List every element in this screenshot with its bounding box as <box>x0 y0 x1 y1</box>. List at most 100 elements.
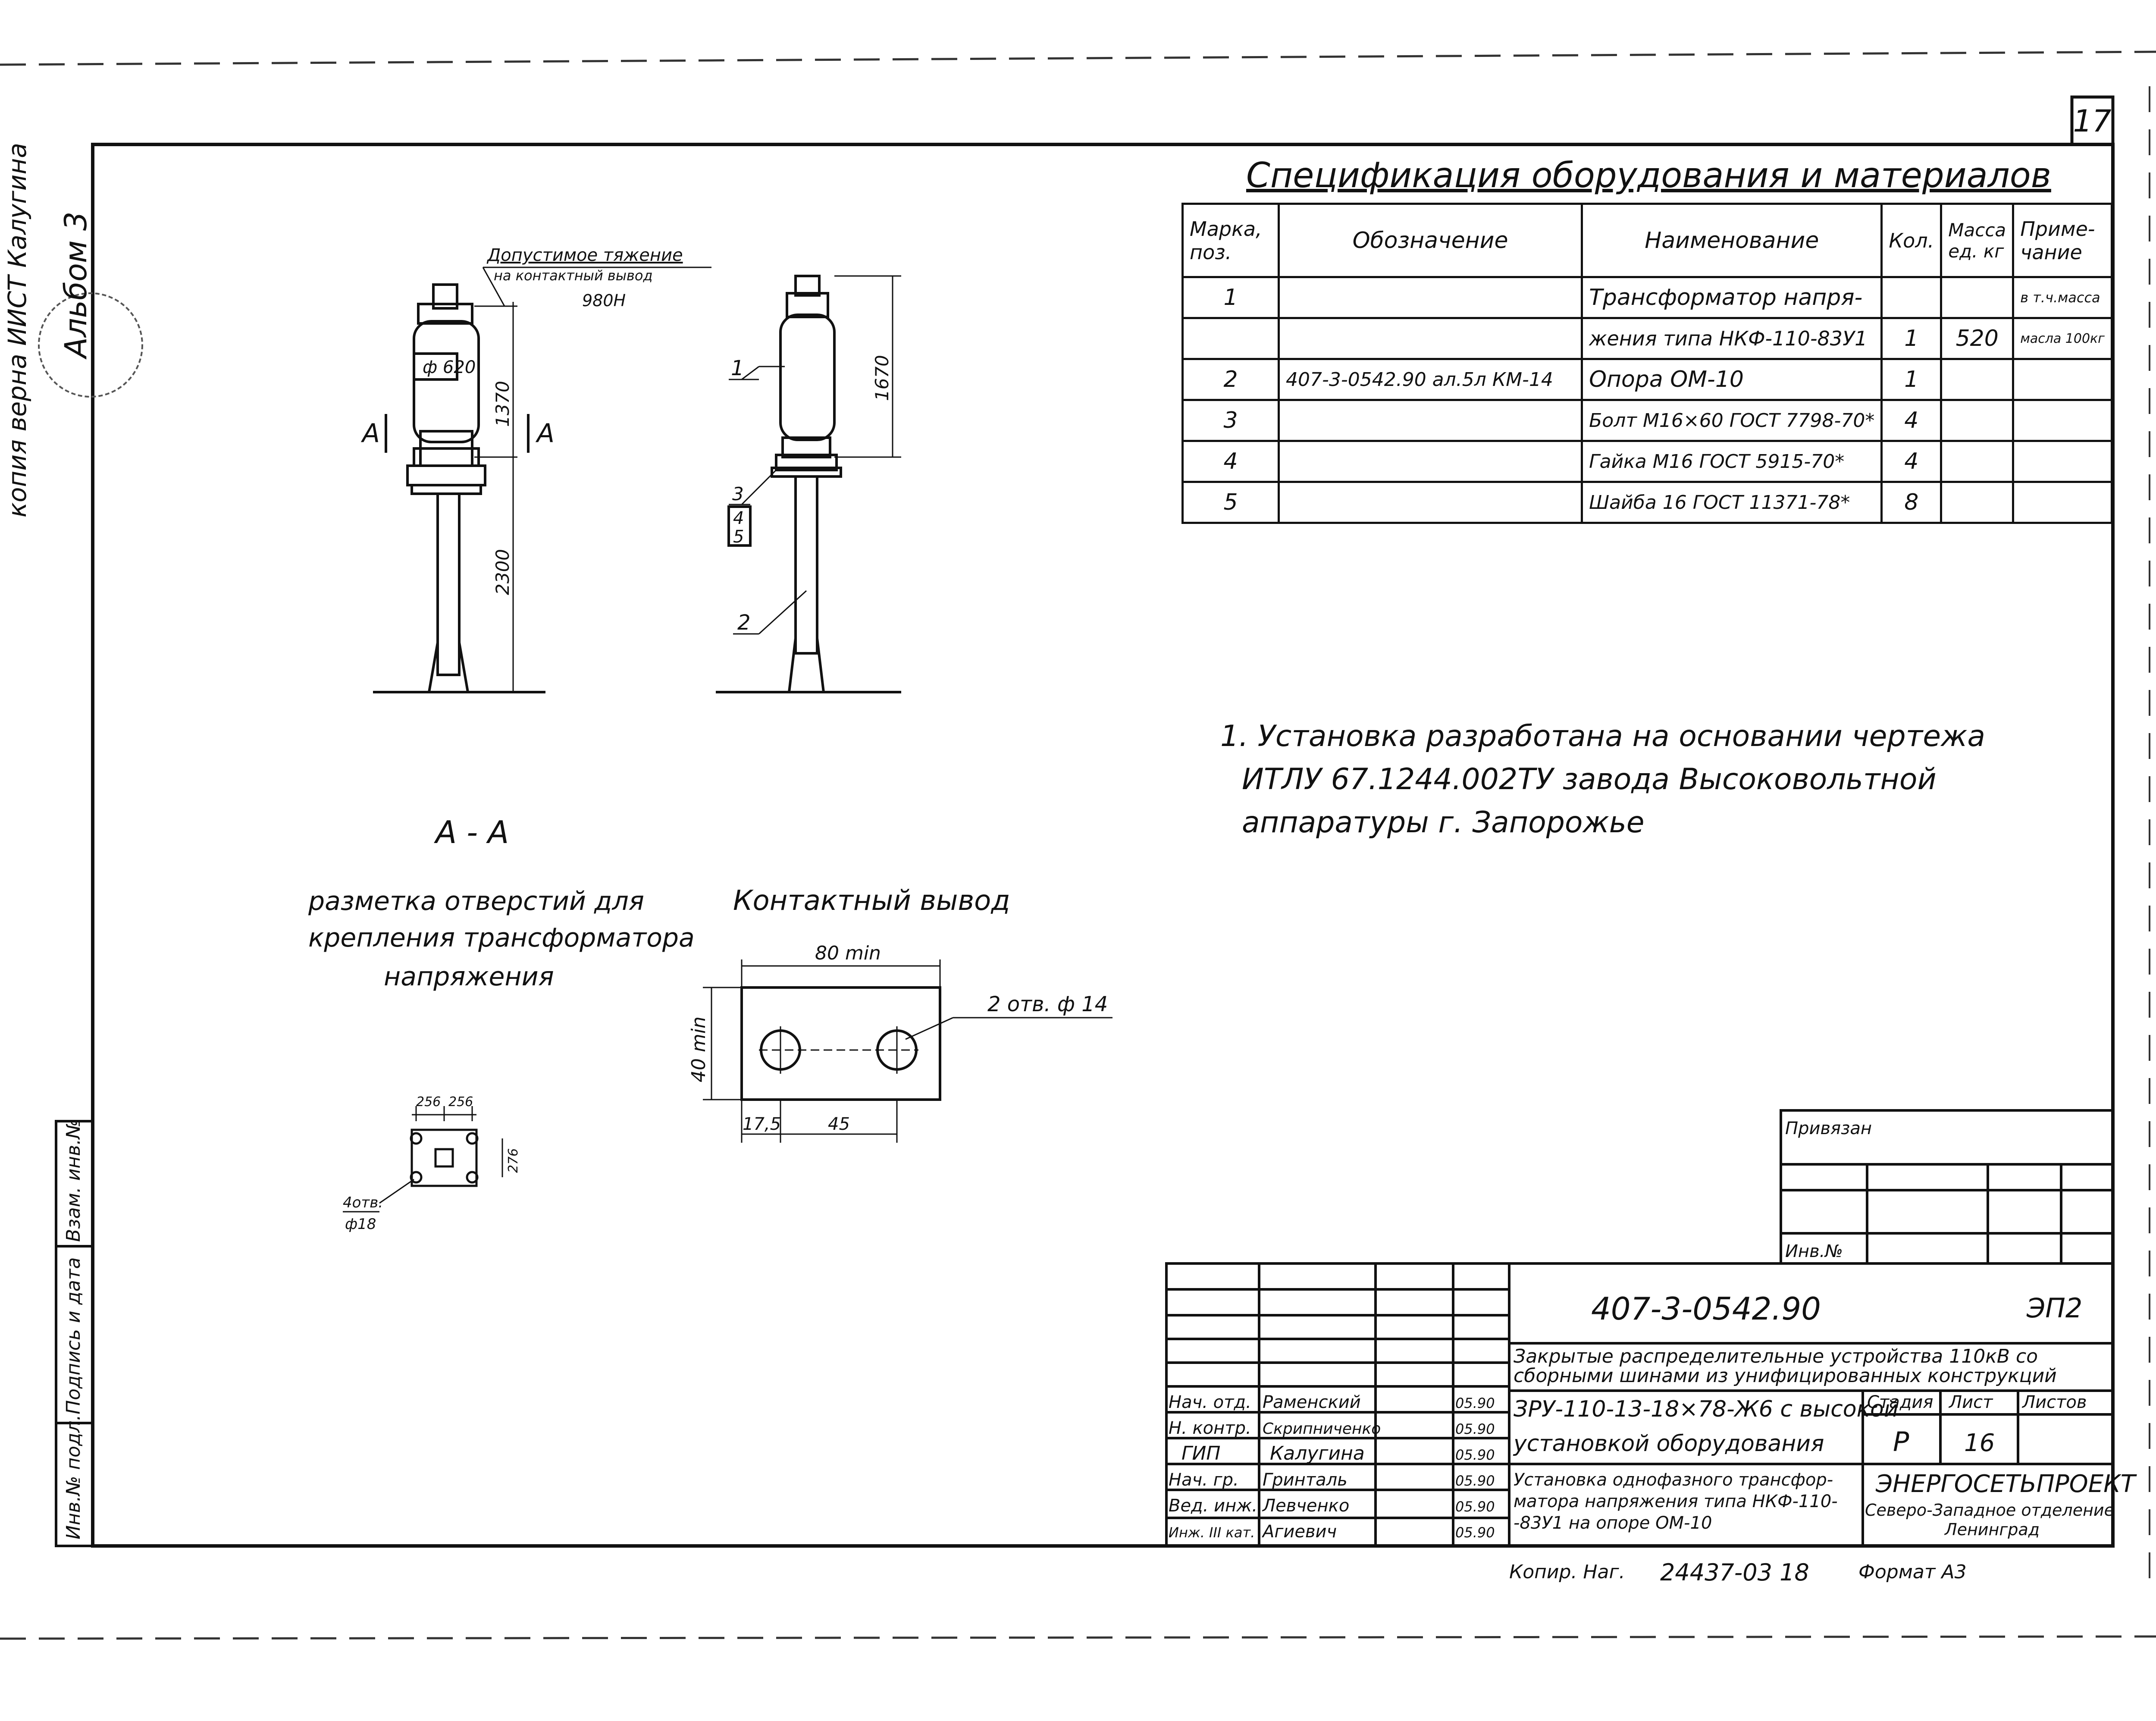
spec-row: 5 Шайба 16 ГОСТ 11371-78* 8 <box>1181 481 2113 524</box>
spec-header-note: Приме- чание <box>2012 203 2113 278</box>
hole-dim-3: 276 <box>506 1148 521 1173</box>
spec-cell: 8 <box>1880 481 1943 524</box>
name-4: Гринталь <box>1263 1470 1348 1490</box>
spec-cell <box>1940 276 2015 319</box>
section-letter-right: А <box>535 418 555 448</box>
drawing-frame <box>91 143 2115 1548</box>
hole-dim-2: 256 <box>448 1094 473 1110</box>
hole-layout-drawing <box>343 1106 503 1213</box>
name-6: Агиевич <box>1261 1522 1337 1542</box>
spec-table: Марка, поз. Обозначение Наименование Кол… <box>1181 203 2113 524</box>
spec-cell <box>1940 440 2015 483</box>
signature-date-label: Подпись и дата <box>63 1257 85 1414</box>
footer-number: 24437-03 18 <box>1660 1559 1809 1586</box>
side-columns: Инв.№ подл. Подпись и дата Взам. инв.№ <box>55 1119 94 1547</box>
spec-cell: 4 <box>1181 440 1280 483</box>
contact-title: Контактный вывод <box>733 885 1010 917</box>
people-rows: Нач. отд. Раменский 05.90 Н. контр. Скри… <box>1169 1392 1495 1542</box>
date-1: 05.90 <box>1455 1395 1495 1411</box>
spec-cell: Гайка М16 ГОСТ 5915-70* <box>1581 440 1883 483</box>
callout-5: 5 <box>733 527 744 547</box>
spec-cell <box>2012 481 2113 524</box>
callout-1: 1 <box>731 356 744 380</box>
drawing-name-1: Установка однофазного трансфор- <box>1514 1470 1833 1490</box>
spec-cell: 1 <box>1880 358 1943 401</box>
hole-dim-1: 256 <box>416 1094 441 1110</box>
binding-inv: Инв.№ <box>1785 1241 1843 1261</box>
footer-copied: Копир. Наг. <box>1509 1561 1625 1583</box>
footer-format: Формат А3 <box>1858 1561 1967 1583</box>
doc-object-1: ЗРУ-110-13-18×78-Ж6 с высокой <box>1514 1396 1899 1422</box>
title-block <box>1165 1262 2114 1547</box>
role-4: Нач. гр. <box>1169 1470 1239 1490</box>
sheet-header: Лист <box>1948 1392 1993 1412</box>
spec-cell: 1 <box>1880 317 1943 360</box>
doc-code: 407-3-0542.90 <box>1591 1291 1821 1327</box>
spec-cell <box>2012 440 2113 483</box>
section-marker-a <box>385 414 530 453</box>
binding-label: Привязан <box>1785 1119 1872 1138</box>
name-3: Калугина <box>1270 1442 1365 1464</box>
doc-description-2: сборными шинами из унифицированных конст… <box>1514 1365 2057 1387</box>
doc-object-2: установкой оборудования <box>1513 1431 1824 1457</box>
spec-cell <box>1940 399 2015 442</box>
role-6: Инж. III кат. <box>1169 1524 1255 1541</box>
section-aa-caption-2: крепления трансформатора <box>308 923 695 953</box>
album-label: Альбом 3 <box>58 212 94 360</box>
name-5: Левченко <box>1262 1496 1349 1516</box>
contact-spacing: 45 <box>828 1114 850 1134</box>
spec-cell <box>1181 317 1280 360</box>
date-6: 05.90 <box>1455 1524 1495 1541</box>
dim-1670: 1670 <box>871 355 893 401</box>
spec-row: 2 407-3-0542.90 ал.5л КМ-14 Опора ОМ-10 … <box>1181 358 2113 401</box>
branch-name: Северо-Западное отделение <box>1865 1501 2114 1520</box>
branch-city: Ленинград <box>1944 1520 2040 1539</box>
contact-height: 40 min <box>688 1016 710 1082</box>
sheet-value: 16 <box>1964 1429 1995 1457</box>
spec-cell <box>1880 276 1943 319</box>
spec-header-qty: Кол. <box>1880 203 1943 278</box>
name-2: Скрипниченко <box>1263 1420 1381 1438</box>
spec-cell: 4 <box>1880 399 1943 442</box>
spec-cell <box>1278 440 1583 483</box>
vzam-inv-label: Взам. инв.№ <box>63 1119 85 1242</box>
contact-width: 80 min <box>815 942 881 964</box>
role-3: ГИП <box>1181 1442 1221 1464</box>
spec-cell <box>1278 276 1583 319</box>
spec-cell: 520 <box>1940 317 2015 360</box>
doc-sheet-code: ЭП2 <box>2026 1292 2082 1324</box>
sheet-number-box <box>2070 95 2115 146</box>
spec-cell: 4 <box>1880 440 1943 483</box>
section-aa-caption-1: разметка отверстий для <box>308 886 644 916</box>
name-1: Раменский <box>1263 1392 1361 1412</box>
spec-header-mass: Масса ед. кг <box>1940 203 2015 278</box>
contact-offset: 17,5 <box>743 1114 781 1134</box>
role-2: Н. контр. <box>1169 1418 1251 1438</box>
date-4: 05.90 <box>1455 1473 1495 1489</box>
spec-cell: 2 <box>1181 358 1280 401</box>
spec-cell: в т.ч.масса <box>2012 276 2113 319</box>
contact-holes: 2 отв. ф 14 <box>987 992 1108 1016</box>
dim-1370: 1370 <box>492 381 513 427</box>
sheets-header: Листов <box>2021 1392 2087 1412</box>
spec-header-name: Наименование <box>1581 203 1883 278</box>
date-3: 05.90 <box>1455 1447 1495 1463</box>
note-line-3: аппаратуры г. Запорожье <box>1242 806 1645 840</box>
spec-cell: 407-3-0542.90 ал.5л КМ-14 <box>1278 358 1583 401</box>
dim-2300: 2300 <box>492 549 513 595</box>
role-5: Вед. инж. <box>1169 1496 1257 1516</box>
stage-value: Р <box>1893 1426 1909 1458</box>
date-5: 05.90 <box>1455 1498 1495 1515</box>
note-line-1: 1. Установка разработана на основании че… <box>1220 719 1985 753</box>
bottom-scan-edge <box>0 1635 2156 1640</box>
stage-header: Стадия <box>1867 1392 1933 1412</box>
role-1: Нач. отд. <box>1169 1392 1251 1412</box>
spec-cell: Трансформатор напря- <box>1581 276 1883 319</box>
top-scan-edge <box>0 50 2156 66</box>
diameter-label: ф 620 <box>423 357 476 377</box>
spec-cell <box>1278 481 1583 524</box>
copy-verified-text: копия верна ИИСТ Калугина <box>3 143 32 517</box>
drawing-name-2: матора напряжения типа НКФ-110- <box>1514 1492 1838 1511</box>
spec-cell: 1 <box>1181 276 1280 319</box>
